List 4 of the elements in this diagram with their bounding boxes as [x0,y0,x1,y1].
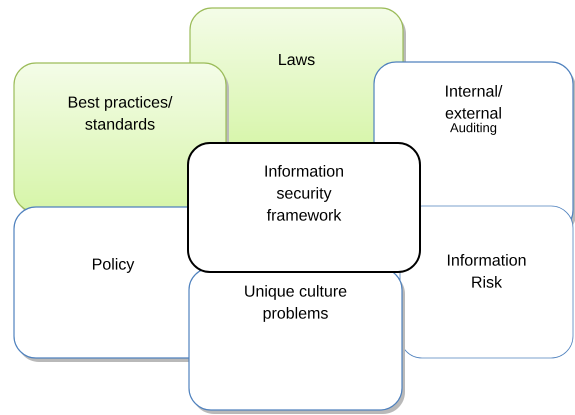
node-label: Information Risk [448,254,526,288]
topic-box: Information Risk [400,206,574,358]
topic-box: Unique culture problems [188,267,405,414]
framework-box: Information security framework [187,142,421,273]
